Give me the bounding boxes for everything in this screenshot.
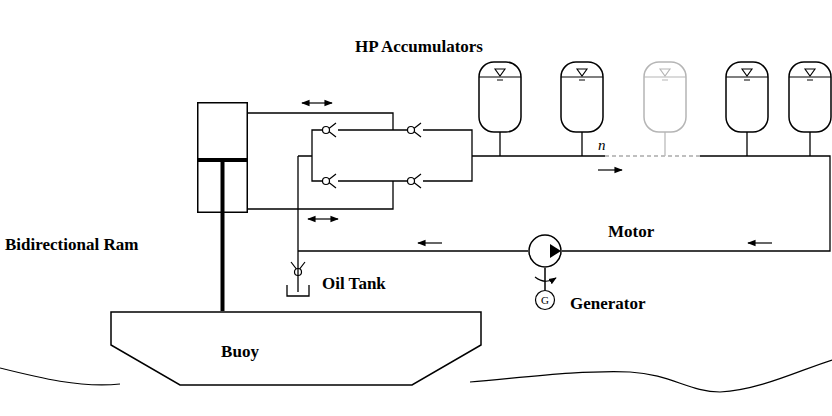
- port-line: [248, 113, 393, 209]
- symbol-letter: G: [541, 294, 549, 306]
- part-label: Generator: [570, 295, 646, 314]
- tank-line: [298, 156, 312, 292]
- check-valve: [407, 173, 423, 189]
- part-label: Buoy: [221, 343, 259, 362]
- part-label: Oil Tank: [322, 275, 386, 294]
- flow-arrow: [308, 218, 338, 219]
- check-valve: [407, 122, 423, 138]
- pressure-line: [298, 156, 830, 251]
- accumulator: [561, 62, 603, 156]
- ram-cylinder: Bidirectional Ram: [197, 102, 248, 213]
- generator-symbol: GGenerator: [535, 290, 555, 310]
- flow-arrow: [598, 169, 622, 170]
- part-label: Bidirectional Ram: [5, 236, 138, 255]
- accumulator: [644, 62, 686, 156]
- accumulator: [479, 62, 521, 156]
- group-label: HP Accumulators: [355, 38, 483, 57]
- accumulators: [479, 62, 831, 156]
- motor-symbol: Motor: [528, 234, 562, 268]
- flow-arrow: [302, 102, 332, 103]
- buoy-hull: Buoy: [110, 311, 482, 387]
- piston-rod: [221, 213, 225, 311]
- accumulator: [789, 62, 831, 156]
- flow-arrow: [418, 242, 442, 243]
- check-valve: [322, 122, 338, 138]
- buoy-hull-outline: [110, 311, 482, 387]
- tank-symbol: Oil Tank: [286, 283, 310, 297]
- accumulator: [726, 62, 768, 156]
- part-label: Motor: [608, 223, 654, 242]
- motor-symbol-outline: [528, 234, 562, 268]
- check-valves: [290, 122, 423, 276]
- count-symbol: n: [598, 137, 606, 154]
- flow-arrow: [748, 242, 772, 243]
- drive-shaft: [544, 268, 546, 290]
- omitted-line: [605, 155, 700, 156]
- check-valve: [322, 173, 338, 189]
- tank-symbol-outline: [286, 283, 310, 297]
- ram-cylinder-outline: [197, 102, 248, 213]
